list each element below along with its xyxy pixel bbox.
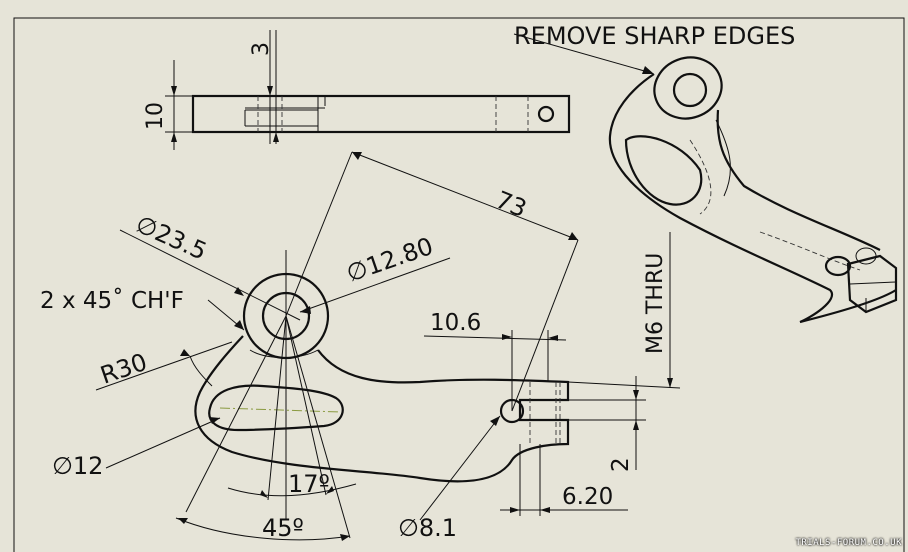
dim-chamfer-label: 2 x 45˚ CH'F: [40, 287, 184, 314]
dim-dia-12-label: ∅12: [52, 452, 103, 480]
dim-10-6-label: 10.6: [430, 310, 481, 336]
remove-sharp-edges-note: REMOVE SHARP EDGES: [514, 22, 795, 50]
side-view: [165, 30, 571, 150]
dim-m6-label: M6 THRU: [643, 253, 668, 354]
dim-2-label: 2: [608, 457, 634, 472]
watermark: TRIALS-FORUM.CO.UK: [795, 538, 902, 548]
dim-10-label: 10: [143, 102, 168, 130]
isometric-view: [513, 33, 898, 324]
front-view: [95, 151, 681, 541]
dim-45deg-label: 45º: [262, 514, 304, 542]
dim-dia-23-5-label: ∅23.5: [132, 210, 211, 266]
dim-6-20-label: 6.20: [562, 484, 613, 510]
sheet-border: [13, 17, 905, 552]
dim-dia-8-1-label: ∅8.1: [398, 514, 457, 542]
dim-17deg-label: 17º: [288, 470, 330, 498]
dim-3-label: 3: [249, 42, 274, 56]
dim-r30-label: R30: [97, 348, 151, 390]
dim-73-label: 73: [492, 186, 531, 223]
